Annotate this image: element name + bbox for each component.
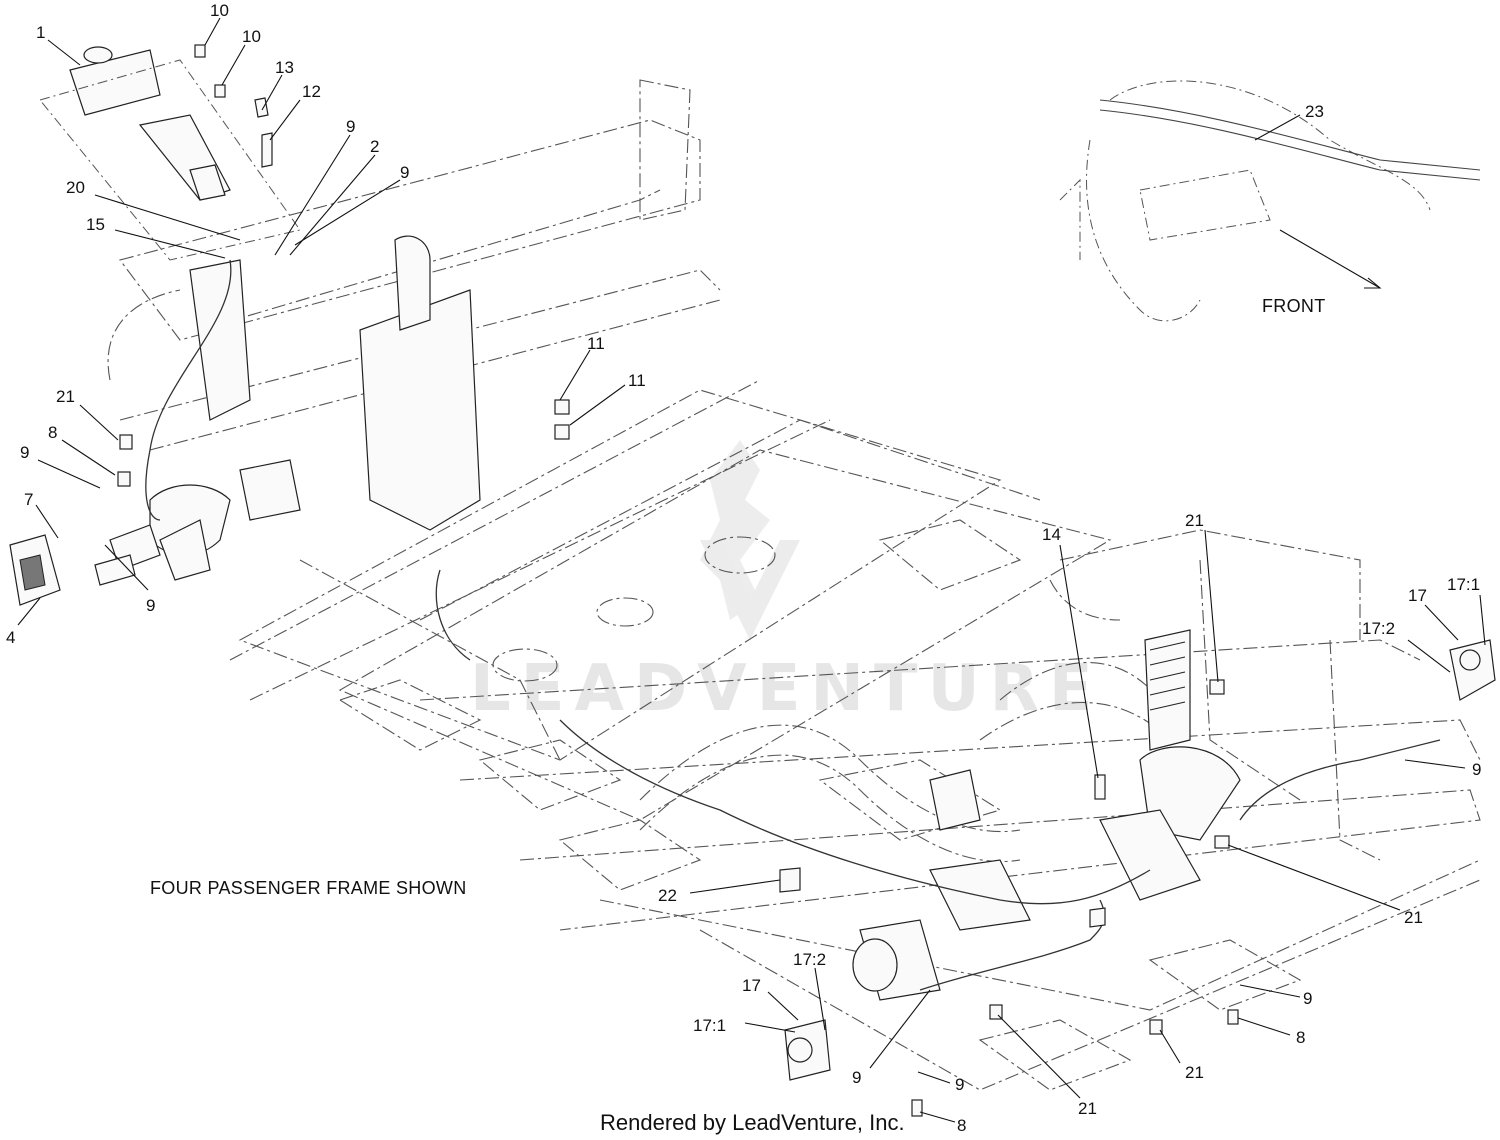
callout-21: 21 [1078, 1099, 1097, 1118]
callout-9: 9 [400, 163, 409, 182]
rendered-by-footer: Rendered by LeadVenture, Inc. [600, 1110, 905, 1135]
callout-20: 20 [66, 178, 85, 197]
callout-9: 9 [1472, 760, 1481, 779]
callout-4: 4 [6, 628, 15, 647]
callout-9: 9 [955, 1075, 964, 1094]
callout-10: 10 [242, 27, 261, 46]
callout-15: 15 [86, 215, 105, 234]
callout-8: 8 [957, 1116, 966, 1135]
front-inset-detail [1059, 80, 1481, 322]
callout-14: 14 [1042, 525, 1061, 544]
callout-9: 9 [20, 443, 29, 462]
arrow-head [1364, 277, 1382, 289]
callout-labels: 1 10 10 13 12 9 2 9 20 15 23 11 11 21 8 … [6, 1, 1481, 1135]
front-right-caliper [1449, 639, 1496, 701]
callout-10: 10 [210, 1, 229, 20]
callout-9: 9 [1303, 989, 1312, 1008]
rear-left-caliper [9, 534, 61, 606]
callout-17-1: 17:1 [1447, 575, 1480, 594]
callout-17-2: 17:2 [793, 950, 826, 969]
callout-9: 9 [146, 596, 155, 615]
callout-17-1: 17:1 [693, 1016, 726, 1035]
callout-9: 9 [852, 1068, 861, 1087]
brake-lines [145, 259, 1441, 991]
callout-23: 23 [1305, 102, 1324, 121]
front-label: FRONT [1262, 296, 1326, 316]
callout-17: 17 [1408, 586, 1427, 605]
callout-13: 13 [275, 58, 294, 77]
callout-7: 7 [24, 490, 33, 509]
callout-17-2: 17:2 [1362, 619, 1395, 638]
callout-21: 21 [1185, 511, 1204, 530]
rear-suspension-assembly [94, 235, 481, 586]
callout-8: 8 [1296, 1028, 1305, 1047]
front-left-caliper [784, 1019, 831, 1081]
callout-1: 1 [36, 23, 45, 42]
vehicle-frame [107, 79, 1481, 1091]
front-suspension-assembly [852, 629, 1241, 1001]
callout-11: 11 [628, 371, 646, 390]
callout-21: 21 [1404, 908, 1423, 927]
master-cylinder [39, 46, 301, 261]
callout-9: 9 [346, 117, 355, 136]
callout-21: 21 [1185, 1063, 1204, 1082]
hardware [117, 44, 1239, 1117]
frame-shown-note: FOUR PASSENGER FRAME SHOWN [150, 878, 467, 898]
callout-12: 12 [302, 82, 321, 101]
callout-22: 22 [658, 886, 677, 905]
callout-8: 8 [48, 423, 57, 442]
leader-lines [17, 17, 1486, 1123]
callout-21: 21 [56, 387, 75, 406]
callout-2: 2 [370, 137, 379, 156]
callout-11: 11 [587, 334, 605, 353]
front-direction-arrow [1279, 229, 1381, 289]
callout-17: 17 [742, 976, 761, 995]
